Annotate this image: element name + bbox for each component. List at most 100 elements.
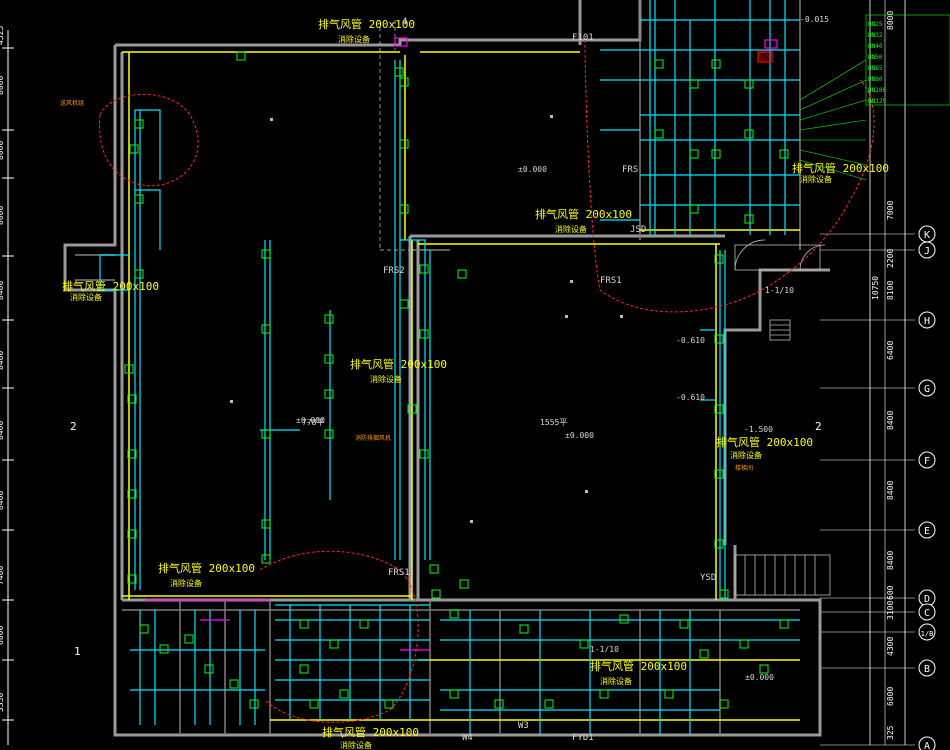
axis-bubble-C [918,603,936,621]
pipe-network-left [99,60,431,590]
axis-bubble-1-B [918,623,936,641]
equipment-symbol [664,689,674,699]
axis-label-J: J [924,246,930,257]
equipment-symbol [394,67,404,77]
inner-walls [75,0,801,735]
duct-label-1: 排气风管 200x100 [318,17,415,31]
dim-left-6: 8400 [0,351,5,370]
equipment-symbol [261,519,271,529]
right-dim-texts: 8000 7000 2200 8100 6400 8400 8400 8400 … [871,11,895,740]
special-items [145,37,778,651]
equipment-boxes [124,51,789,709]
dim-left-10: 6800 [0,626,5,645]
axis-label-A: A [924,741,930,750]
equipment-symbol [399,139,409,149]
pipe-network-bottom [130,604,800,735]
section-label: 1-1/10 [765,286,794,295]
axis-label-H: H [924,316,930,327]
equipment-symbol [359,619,369,629]
equipment-symbol [127,574,137,584]
equipment-symbol [739,639,749,649]
pipe-network-right [600,0,800,600]
elev-4: -0.610 [676,336,705,345]
dim-left-5: 8400 [0,281,5,300]
equipment-symbol [714,334,724,344]
equipment-symbol [779,149,789,159]
equipment-symbol [714,469,724,479]
equipment-symbol [689,204,699,214]
duct-labels: 排气风管 200x100 消除设备 排气风管 200x100 消除设备 排气风管… [62,17,889,750]
room-area-labels: 778平 1555平 [302,418,567,427]
elev-6: -1.500 [744,425,773,434]
equipment-symbol [139,624,149,634]
elev-3: ±0.000 [565,431,594,440]
dim-left-9: 7400 [0,566,5,585]
axis-mark-left-2: 2 [70,420,77,433]
equipment-symbol [324,429,334,439]
dim-left-7: 8400 [0,421,5,440]
dim-right-11: 4300 [886,637,895,656]
equipment-symbol [384,699,394,709]
equipment-symbol [719,699,729,709]
elev-1: ±0.000 [296,416,325,425]
axis-bubble-B [918,659,936,677]
dim-right-9: 3100 [886,601,895,620]
equipment-symbol [134,119,144,129]
equipment-symbol [127,489,137,499]
equipment-symbol [399,299,409,309]
equipment-symbol [689,79,699,89]
left-dimension-ruler: 4525 8000 8000 8000 8400 8400 8400 8400 … [0,26,14,745]
equipment-symbol [399,204,409,214]
axis-label-D: D [924,594,930,605]
equipment-symbol [127,529,137,539]
equipment-symbol [127,449,137,459]
equipment-symbol [229,679,239,689]
elev-7: -0.015 [800,15,829,24]
section-label-2: 1-1/10 [590,645,619,654]
axis-label-B: B [924,664,930,675]
duct-sub-label-5: 消除设备 [370,374,402,384]
room-markers [230,115,623,523]
equipment-symbol [309,699,319,709]
callout-notes: 送风机组 消防排烟风机 楼梯间 [60,99,753,472]
axis-bubble-G [918,379,936,397]
equipment-symbol [134,194,144,204]
equipment-symbol [324,354,334,364]
room-w4: W4 [462,733,473,743]
room-code-labels: FRS1 FRS1 FRS2 FRS YSD JSD W3 W4 FYD1 F1… [383,33,716,743]
legend-row-3: DN40 [868,43,883,50]
dim-right-3: 2200 [886,249,895,268]
equipment-symbol [159,644,169,654]
equipment-symbol [124,364,134,374]
area-1555: 1555平 [540,418,567,427]
equipment-symbol [127,394,137,404]
dim-left-11: 3350 [0,693,5,712]
equipment-symbol [714,404,724,414]
equipment-symbol [599,689,609,699]
equipment-symbol [299,619,309,629]
elev-8: ±0.000 [745,673,774,682]
equipment-symbol [419,329,429,339]
dim-left-1: 4525 [0,26,5,45]
equipment-symbol [299,664,309,674]
elevation-labels: ±0.000 ±0.000 ±0.000 -0.610 -0.610 -1.50… [296,15,829,682]
equipment-symbol [261,429,271,439]
duct-label-3: 排气风管 200x100 [535,207,632,221]
equipment-symbol [261,249,271,259]
legend-row-8: DN125 [868,98,886,105]
equipment-symbol [261,554,271,564]
equipment-symbol [759,664,769,674]
equipment-symbol [494,699,504,709]
equipment-symbol [679,619,689,629]
callout-fire: 消防排烟风机 [355,434,391,442]
equipment-symbol [431,589,441,599]
room-w3: W3 [518,721,529,731]
callout-stair: 楼梯间 [735,464,753,472]
axis-label-C: C [924,608,930,619]
dim-right-6: 8400 [886,411,895,430]
axis-bubble-F [918,451,936,469]
dim-left-2: 8000 [0,76,5,95]
equipment-symbol [457,269,467,279]
